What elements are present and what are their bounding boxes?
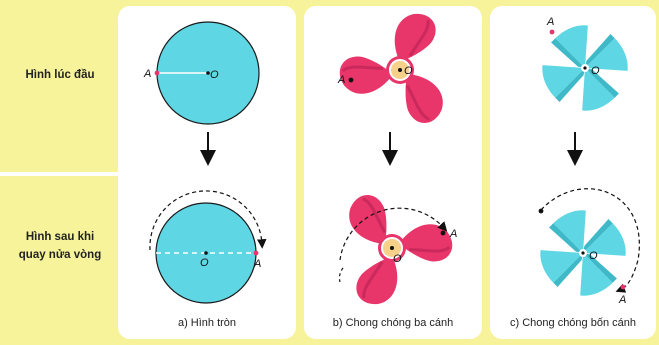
circle-after: O A <box>150 191 262 303</box>
caption-four-blade: c) Chong chóng bốn cánh <box>490 317 656 329</box>
point-a-marker <box>155 71 160 76</box>
label-a: A <box>253 258 261 270</box>
four-blade-after: O A <box>531 189 640 306</box>
rotation-arc-tail <box>339 268 343 282</box>
point-a-marker <box>441 231 446 236</box>
label-a: A <box>546 16 554 28</box>
rotation-start-marker <box>539 209 544 214</box>
label-o: O <box>589 250 598 262</box>
label-a: A <box>618 294 626 306</box>
label-o: O <box>200 257 209 269</box>
label-o: O <box>591 65 600 77</box>
point-a-marker <box>349 78 354 83</box>
caption-circle: a) Hình tròn <box>118 317 296 329</box>
circle-initial: O A <box>143 22 259 124</box>
label-a: A <box>337 74 345 86</box>
point-a-marker <box>621 285 626 290</box>
label-o: O <box>210 69 219 81</box>
three-blade-after: O A <box>339 189 458 304</box>
label-a: A <box>449 228 457 240</box>
caption-three-blade: b) Chong chóng ba cánh <box>304 317 482 329</box>
three-blade-initial: O A <box>334 14 452 129</box>
point-a-marker <box>254 251 259 256</box>
four-blade-initial: O A <box>533 16 638 121</box>
point-a-marker <box>550 30 555 35</box>
label-a: A <box>143 68 151 80</box>
center-point <box>204 251 208 255</box>
label-o: O <box>393 253 402 265</box>
label-o: O <box>404 65 413 77</box>
